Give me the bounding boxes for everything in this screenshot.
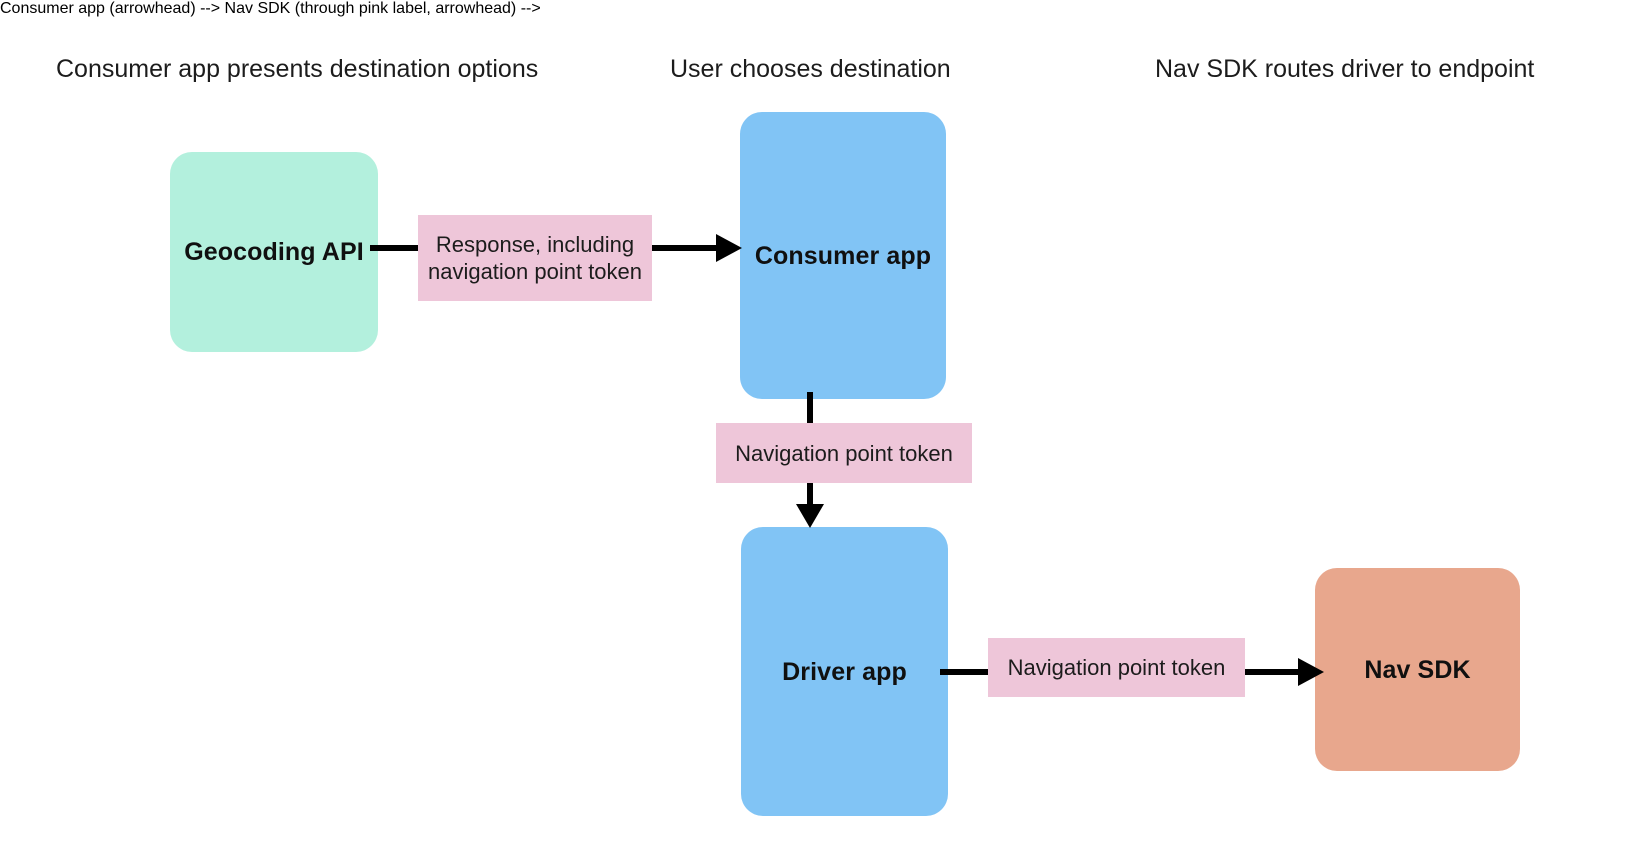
column-heading-consumer-app-presents: Consumer app presents destination option… [56,55,539,83]
node-consumer-app-label: Consumer app [754,241,932,270]
edge-label-driver-navsdk-text: Navigation point token [1007,655,1226,680]
node-nav-sdk-label: Nav SDK [1364,655,1471,684]
edge-label-navigation-point-token-consumer-driver: Navigation point token [716,423,972,483]
edge-label-response-including-navigation-point-token: Response, including navigation point tok… [418,215,652,301]
node-geocoding-api-label: Geocoding API [184,238,364,266]
edge-label-response-text: Response, including navigation point tok… [427,232,643,284]
node-consumer-app[interactable]: Consumer app [740,112,946,399]
column-heading-nav-sdk-routes-driver: Nav SDK routes driver to endpoint [1155,55,1535,83]
node-nav-sdk[interactable]: Nav SDK [1315,568,1520,771]
node-driver-app-label: Driver app [782,657,907,686]
connector-geocoding-api-to-response-label [370,228,426,268]
column-heading-user-chooses-destination: User chooses destination [670,55,951,83]
connector-response-label-to-consumer-app [646,228,746,268]
node-geocoding-api[interactable]: Geocoding API [170,152,378,352]
edge-label-consumer-driver-text: Navigation point token [735,440,953,466]
node-driver-app[interactable]: Driver app [741,527,948,816]
edge-label-navigation-point-token-driver-navsdk: Navigation point token [988,638,1245,697]
